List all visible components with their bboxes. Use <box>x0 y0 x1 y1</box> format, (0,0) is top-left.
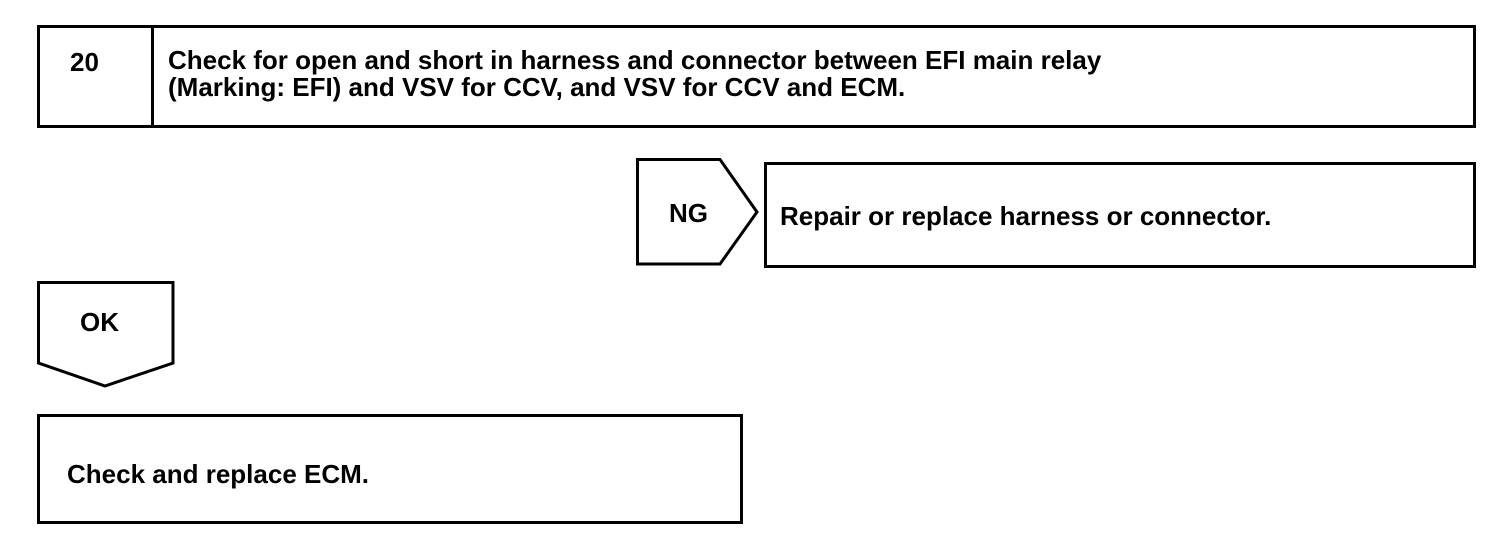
ng-result-text: Repair or replace harness or connector. <box>780 201 1272 231</box>
ok-result-text: Check and replace ECM. <box>67 459 369 489</box>
step-title: Check for open and short in harness and … <box>168 45 1102 102</box>
step-number: 20 <box>70 47 99 77</box>
ng-label: NG <box>669 198 708 228</box>
ok-arrow-tag <box>37 281 175 388</box>
step-box: 20 Check for open and short in harness a… <box>37 25 1476 128</box>
ok-label: OK <box>80 307 119 337</box>
ok-result-box: Check and replace ECM. <box>37 414 743 524</box>
ng-arrow-tag <box>636 158 759 266</box>
ng-result-box: Repair or replace harness or connector. <box>764 162 1476 268</box>
step-number-cell: 20 <box>40 28 154 125</box>
